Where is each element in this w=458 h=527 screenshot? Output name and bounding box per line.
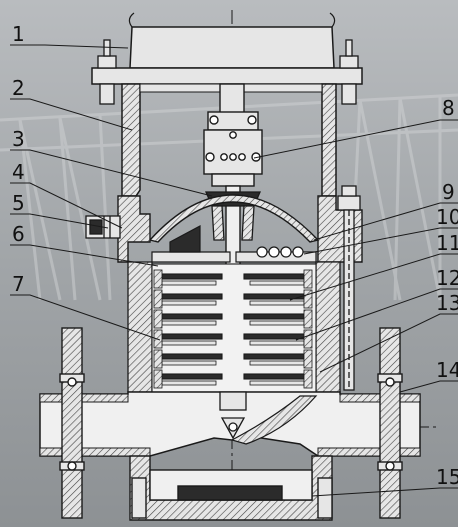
stage-casing xyxy=(303,289,313,309)
stage-casing xyxy=(153,289,163,309)
impeller-blade xyxy=(243,273,311,280)
diffuser-plate xyxy=(161,320,217,326)
callout-8: 8 xyxy=(442,96,455,120)
impeller-blade xyxy=(155,293,223,300)
stage-casing xyxy=(303,269,313,289)
diffuser-plate xyxy=(161,380,217,386)
motor-bracket-left xyxy=(121,83,141,197)
callout-3: 3 xyxy=(12,127,25,151)
impeller-blade xyxy=(155,353,223,360)
shaft-nut xyxy=(219,391,247,440)
callout-10: 10 xyxy=(436,205,458,229)
impeller-blade xyxy=(243,353,311,360)
stage-casing xyxy=(303,349,313,369)
callout-2: 2 xyxy=(12,76,25,100)
diffuser-plate xyxy=(161,360,217,366)
callout-5: 5 xyxy=(12,191,25,215)
impeller-blade xyxy=(155,313,223,320)
callout-15: 15 xyxy=(436,465,458,489)
impeller-blade xyxy=(243,373,311,380)
motor-body xyxy=(129,26,335,69)
leader-lines xyxy=(10,44,458,497)
stage-casing xyxy=(303,329,313,349)
tie-bolt xyxy=(337,185,361,391)
pump-head-left xyxy=(117,195,151,263)
outer-sleeve-right xyxy=(315,261,341,393)
stage-casing xyxy=(153,369,163,389)
diffuser-plate xyxy=(249,320,305,326)
callout-12: 12 xyxy=(436,266,458,290)
flange-bolts xyxy=(97,39,359,105)
outer-sleeve-left xyxy=(127,261,153,393)
diffuser-plate xyxy=(249,280,305,286)
diffuser-plate xyxy=(249,360,305,366)
inlet-flange xyxy=(59,327,85,519)
motor-bracket-right xyxy=(321,83,337,197)
stage-stack xyxy=(151,263,317,393)
impeller-blade xyxy=(155,373,223,380)
diffuser-plate xyxy=(249,380,305,386)
stage-casing xyxy=(303,309,313,329)
diffuser-plate xyxy=(249,340,305,346)
callout-7: 7 xyxy=(12,272,25,296)
callout-9: 9 xyxy=(442,180,455,204)
impeller-blade xyxy=(243,313,311,320)
motor-flange xyxy=(91,67,363,85)
diffuser-plate xyxy=(161,300,217,306)
stage-casing xyxy=(153,349,163,369)
callout-14: 14 xyxy=(436,358,458,382)
callout-1: 1 xyxy=(12,22,25,46)
stage-casing xyxy=(153,269,163,289)
diffuser-plate xyxy=(249,300,305,306)
stage-casing xyxy=(153,309,163,329)
callout-11: 11 xyxy=(436,231,458,255)
diffuser-plate xyxy=(161,340,217,346)
upper-cover-dome xyxy=(148,194,320,243)
callout-6: 6 xyxy=(12,222,25,246)
callout-4: 4 xyxy=(12,160,25,184)
impeller-blade xyxy=(155,273,223,280)
pump-foot xyxy=(129,455,333,521)
flow-divider xyxy=(230,395,318,445)
impeller-blade xyxy=(155,333,223,340)
stage-casing xyxy=(303,369,313,389)
callout-13: 13 xyxy=(436,291,458,315)
outlet-flange xyxy=(377,327,403,519)
diffuser-plate xyxy=(161,280,217,286)
coupling xyxy=(203,83,263,187)
diffuser-top xyxy=(151,225,317,263)
